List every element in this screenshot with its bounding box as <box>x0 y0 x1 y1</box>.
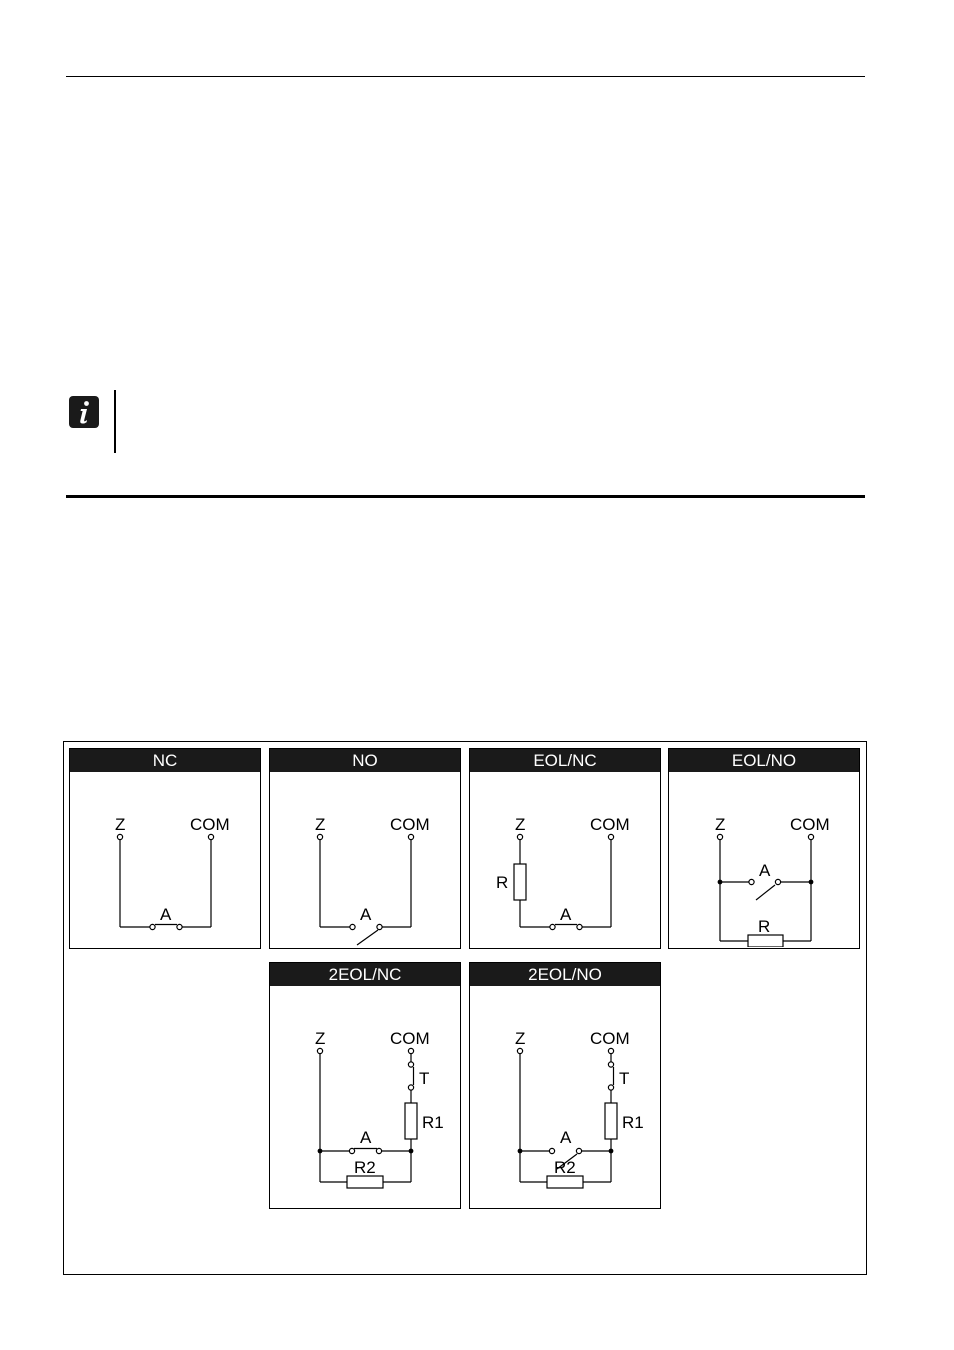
resistor-r-label: R <box>758 917 770 936</box>
terminal-z-label: Z <box>515 1029 525 1048</box>
panel-title: NC <box>70 749 260 772</box>
circuit-eol-no: Z COM A R <box>715 815 830 947</box>
circuit-2eol-no: Z COM T R1 A R2 <box>515 1029 644 1189</box>
tamper-t-label: T <box>419 1069 429 1088</box>
terminal-com-label: COM <box>190 815 230 834</box>
top-rule <box>66 76 865 77</box>
panel-title: NO <box>270 749 460 772</box>
terminal-com-label: COM <box>790 815 830 834</box>
terminal-com-label: COM <box>390 815 430 834</box>
terminal-z-label: Z <box>315 1029 325 1048</box>
contact-a-label: A <box>360 905 372 924</box>
circuit-no: Z COM A <box>315 815 430 946</box>
circuit-nc: Z COM A <box>115 815 230 931</box>
terminal-z-label: Z <box>715 815 725 834</box>
contact-a-label: A <box>560 905 572 924</box>
terminal-com-label: COM <box>590 1029 630 1048</box>
panel-nc: NC Z COM A <box>69 748 261 949</box>
resistor-r2-label: R2 <box>554 1158 576 1177</box>
panel-title: EOL/NO <box>669 749 859 772</box>
resistor-r1-label: R1 <box>622 1113 644 1132</box>
tamper-t-label: T <box>619 1069 629 1088</box>
panel-2eol-no: 2EOL/NO Z COM T R1 A R2 <box>469 962 661 1209</box>
terminal-z-label: Z <box>115 815 125 834</box>
panel-title: 2EOL/NC <box>270 963 460 986</box>
resistor-r2-label: R2 <box>354 1158 376 1177</box>
panel-title: EOL/NC <box>470 749 660 772</box>
contact-a-label: A <box>759 861 771 880</box>
info-icon <box>69 396 99 428</box>
terminal-z-label: Z <box>315 815 325 834</box>
resistor-r-label: R <box>496 873 508 892</box>
contact-a-label: A <box>160 905 172 924</box>
resistor-r1-label: R1 <box>422 1113 444 1132</box>
section-rule <box>66 495 865 498</box>
terminal-z-label: Z <box>515 815 525 834</box>
note-divider <box>114 390 116 453</box>
contact-a-label: A <box>560 1128 572 1147</box>
panel-eol-no: EOL/NO Z COM A R <box>668 748 860 949</box>
panel-no: NO Z COM A <box>269 748 461 949</box>
circuit-2eol-nc: Z COM T R1 A R2 <box>315 1029 444 1189</box>
contact-a-label: A <box>360 1128 372 1147</box>
terminal-com-label: COM <box>590 815 630 834</box>
circuit-eol-nc: Z COM R A <box>496 815 630 931</box>
panel-2eol-nc: 2EOL/NC Z COM T R1 A R2 <box>269 962 461 1209</box>
terminal-com-label: COM <box>390 1029 430 1048</box>
wiring-diagram-frame <box>63 741 867 1275</box>
panel-title: 2EOL/NO <box>470 963 660 986</box>
panel-eol-nc: EOL/NC Z COM R A <box>469 748 661 949</box>
